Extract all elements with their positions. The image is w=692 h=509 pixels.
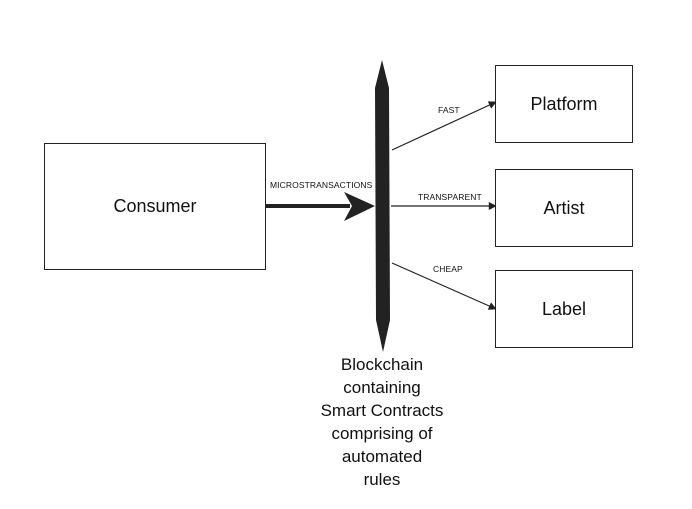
- blockchain-caption-line: Blockchain: [340, 355, 424, 374]
- artist-label: Artist: [543, 197, 585, 218]
- cheap-arrow: [391, 262, 497, 310]
- platform-label: Platform: [530, 93, 598, 114]
- microtransactions-edge-label: MICROSTRANSACTIONS: [270, 180, 373, 190]
- blockchain-caption: Blockchain containing Smart Contracts co…: [282, 353, 482, 491]
- consumer-label: Consumer: [113, 196, 197, 216]
- cheap-edge-label: CHEAP: [433, 264, 463, 274]
- consumer-node: Consumer: [44, 143, 266, 270]
- blockchain-caption-line: automated: [341, 447, 423, 466]
- label-label: Label: [541, 298, 587, 319]
- blockchain-caption-line: containing: [343, 378, 421, 397]
- blockchain-caption-line: rules: [363, 470, 401, 489]
- blockchain-caption-line: comprising of: [331, 424, 433, 443]
- fast-arrow: [391, 101, 497, 151]
- blockchain-caption-line: Smart Contracts: [320, 401, 444, 420]
- transparent-edge-label: TRANSPARENT: [418, 192, 482, 202]
- fast-edge-label: FAST: [438, 105, 460, 115]
- blockchain-bar: [375, 60, 390, 352]
- artist-node: Artist: [495, 169, 633, 247]
- platform-node: Platform: [495, 65, 633, 143]
- label-node: Label: [495, 270, 633, 348]
- microtransactions-arrow-head: [344, 192, 375, 221]
